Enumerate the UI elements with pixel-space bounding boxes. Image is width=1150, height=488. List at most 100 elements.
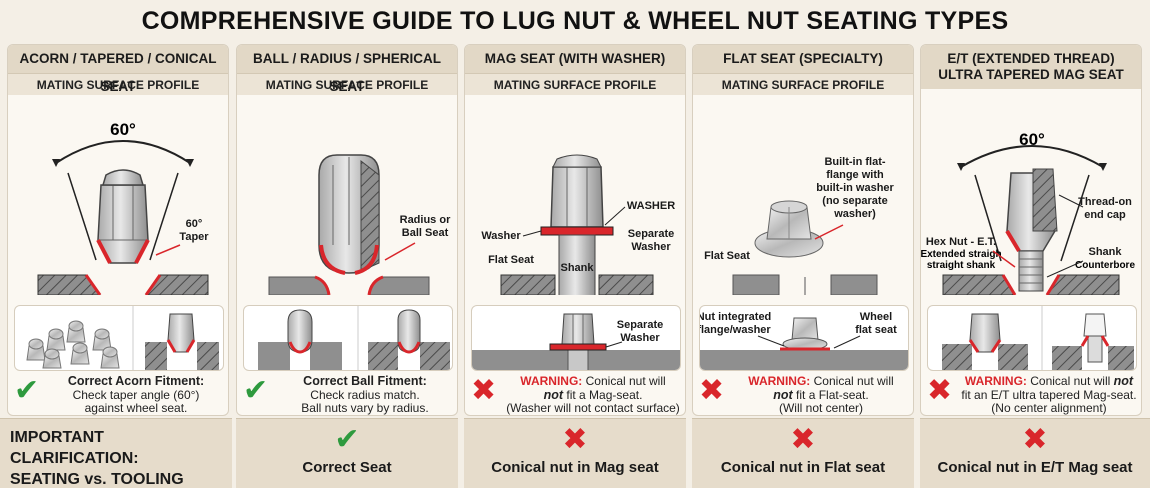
wheel-label-2: flat seat xyxy=(855,324,897,336)
verdict-line-1: Conical nut will xyxy=(1030,374,1111,388)
clarification-cell: IMPORTANT CLARIFICATION: SEATING vs. TOO… xyxy=(0,418,232,488)
flange-label-4: (no separate xyxy=(822,195,887,207)
summary-cell-mag: ✖ Conical nut in Mag seat xyxy=(464,418,686,488)
shank-label-2: Counterbore xyxy=(1075,260,1135,271)
thread-label-1: Thread-on xyxy=(1078,196,1132,208)
flat-seat-label: Flat Seat xyxy=(488,254,534,266)
integrated-label-1: Nut integrated xyxy=(700,311,771,323)
flange-label-2: flange with xyxy=(826,169,884,181)
thread-label-2: end cap xyxy=(1084,209,1126,221)
separate-label-2: Washer xyxy=(631,241,671,253)
flat-seat-diagram: Built-in flat- flange with built-in wash… xyxy=(704,156,895,295)
shank-label: Shank xyxy=(560,262,594,274)
verdict-line-2: fit an E/T ultra tapered Mag-seat. xyxy=(961,387,1137,402)
column-header: ACORN / TAPERED / CONICAL SEAT xyxy=(8,45,228,94)
verdict-emphasis: not xyxy=(773,387,793,402)
verdict-line-1: Conical nut will xyxy=(813,374,894,388)
verdict-line-2: fit a Flat-seat. xyxy=(796,387,869,402)
angle-label: 60° xyxy=(110,120,136,139)
fit-separate-label-2: Washer xyxy=(620,332,660,344)
verdict-emphasis: not xyxy=(543,387,564,402)
acorn-fitment-photo xyxy=(14,305,224,371)
acorn-verdict: ✔ Correct Acorn Fitment: Check taper ang… xyxy=(8,373,228,415)
clarification-line-1: IMPORTANT CLARIFICATION: xyxy=(10,429,139,467)
hex-label-1: Hex Nut - E.T. xyxy=(926,236,996,248)
cross-icon: ✖ xyxy=(790,423,816,456)
fit-separate-label-1: Separate xyxy=(617,319,663,331)
summary-cell-correct-seat: ✔ Correct Seat xyxy=(236,418,458,488)
summary-label: Conical nut in E/T Mag seat xyxy=(937,459,1133,476)
et-fitment-illustration xyxy=(927,305,1137,371)
verdict-title: Correct Acorn Fitment: xyxy=(67,374,205,388)
taper-label-1: 60° xyxy=(186,218,203,230)
verdict-line-3: (Will not center) xyxy=(778,401,864,415)
cross-icon: ✖ xyxy=(1022,423,1048,456)
angle-label: 60° xyxy=(1019,130,1045,149)
check-icon: ✔ xyxy=(14,374,40,407)
separate-label-1: Separate xyxy=(628,228,674,240)
flat-fitment-illustration: Nut integrated flange/washer Wheel flat … xyxy=(699,305,909,371)
verdict-line-2: against wheel seat. xyxy=(84,401,188,415)
verdict-line-2: fit a Mag-seat. xyxy=(566,387,643,402)
et-verdict: ✖ WARNING: Conical nut will not fit an E… xyxy=(921,373,1141,415)
cross-icon: ✖ xyxy=(927,374,953,407)
ball-fitment-illustration xyxy=(243,305,453,371)
mag-seat-diagram: Shank WASHER Washer Separate Washer Flat… xyxy=(481,154,675,295)
column-header: MAG SEAT (WITH WASHER) xyxy=(465,45,685,73)
mag-verdict: ✖ WARNING: Conical nut will not fit a Ma… xyxy=(465,373,685,415)
summary-cell-et: ✖ Conical nut in E/T Mag seat xyxy=(920,418,1150,488)
column-subheader: MATING SURFACE PROFILE xyxy=(465,73,685,95)
shank-label-1: Shank xyxy=(1088,246,1122,258)
column-subheader: MATING SURFACE PROFILE xyxy=(237,73,457,95)
column-subheader: MATING SURFACE PROFILE xyxy=(693,73,913,95)
column-mag-seat: MAG SEAT (WITH WASHER) MATING SURFACE PR… xyxy=(464,44,686,416)
verdict-line-1: Conical nut will xyxy=(585,374,666,388)
flange-label-1: Built-in flat- xyxy=(824,156,885,168)
page-title: COMPREHENSIVE GUIDE TO LUG NUT & WHEEL N… xyxy=(141,7,1009,35)
column-header: BALL / RADIUS / SPHERICAL SEAT xyxy=(237,45,457,94)
column-header-line-1: E/T (EXTENDED THREAD) xyxy=(947,51,1115,66)
wheel-label-1: Wheel xyxy=(860,311,892,323)
radius-label-1: Radius or xyxy=(400,214,451,226)
verdict-line-2: Ball nuts vary by radius. xyxy=(301,401,429,415)
column-header: FLAT SEAT (SPECIALTY) xyxy=(693,45,913,73)
verdict-emphasis: not xyxy=(1113,374,1134,388)
summary-cell-flat: ✖ Conical nut in Flat seat xyxy=(692,418,914,488)
cross-icon: ✖ xyxy=(562,423,588,456)
cross-icon: ✖ xyxy=(699,374,725,407)
flange-label-3: built-in washer xyxy=(816,182,894,194)
verdict-line-3: (No center alignment) xyxy=(991,401,1107,415)
et-seat-diagram: 60° Thread-on end cap Hex Nut - E.T. Ext… xyxy=(921,130,1135,295)
hex-label-3: straight shank xyxy=(927,260,996,271)
column-flat-seat: FLAT SEAT (SPECIALTY) MATING SURFACE PRO… xyxy=(692,44,914,416)
column-ball-seat: BALL / RADIUS / SPHERICAL SEAT MATING SU… xyxy=(236,44,458,416)
verdict-line-1: Check radius match. xyxy=(310,387,420,402)
column-header: E/T (EXTENDED THREAD) ULTRA TAPERED MAG … xyxy=(921,45,1141,89)
verdict-line-1: Check taper angle (60°) xyxy=(72,387,200,402)
column-acorn-seat: ACORN / TAPERED / CONICAL SEAT MATING SU… xyxy=(7,44,229,416)
check-icon: ✔ xyxy=(243,374,269,407)
summary-label: Correct Seat xyxy=(302,459,392,476)
taper-label-2: Taper xyxy=(179,231,209,243)
ball-verdict: ✔ Correct Ball Fitment: Check radius mat… xyxy=(237,373,457,415)
radius-label-2: Ball Seat xyxy=(402,227,449,239)
mag-fitment-illustration: Separate Washer xyxy=(471,305,681,371)
hex-label-2: Extended straigh xyxy=(921,249,1002,260)
flange-label-5: washer) xyxy=(833,208,876,220)
summary-label: Conical nut in Flat seat xyxy=(720,459,886,476)
ball-seat-diagram: Radius or Ball Seat xyxy=(268,154,451,295)
flat-seat-label: Flat Seat xyxy=(704,250,750,262)
column-subheader: MATING SURFACE PROFILE xyxy=(8,73,228,95)
warning-label: WARNING: xyxy=(964,374,1027,388)
verdict-line-3: (Washer will not contact surface) xyxy=(506,401,680,415)
warning-label: WARNING: xyxy=(520,374,583,388)
column-et-seat: E/T (EXTENDED THREAD) ULTRA TAPERED MAG … xyxy=(920,44,1142,416)
flat-verdict: ✖ WARNING: Conical nut will not fit a Fl… xyxy=(693,373,913,415)
washer-label: Washer xyxy=(481,230,521,242)
cross-icon: ✖ xyxy=(471,374,497,407)
warning-label: WARNING: xyxy=(748,374,811,388)
column-header-line-2: ULTRA TAPERED MAG SEAT xyxy=(938,67,1124,82)
integrated-label-2: flange/washer xyxy=(700,324,771,336)
check-icon: ✔ xyxy=(334,423,360,456)
acorn-seat-diagram: 60° 60° Taper xyxy=(37,120,209,295)
